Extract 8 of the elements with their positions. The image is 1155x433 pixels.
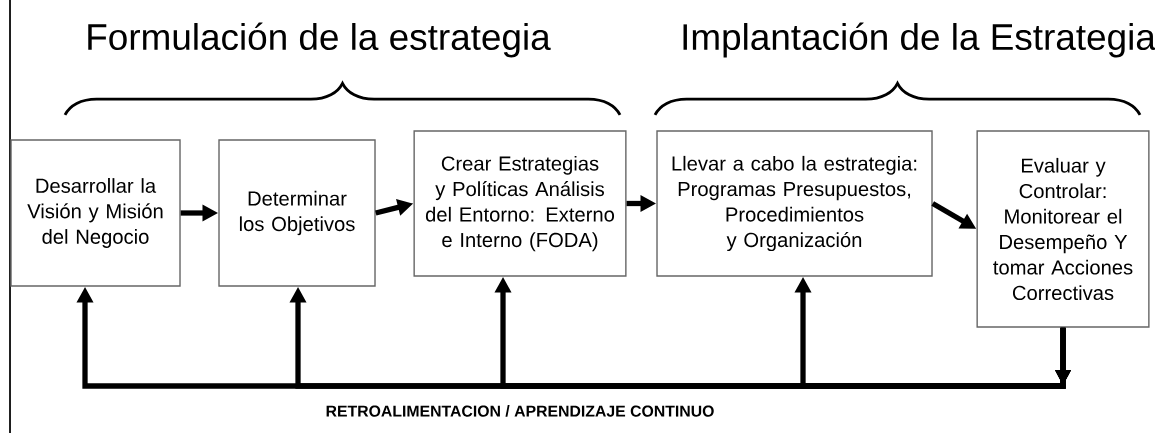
process-box: Evaluar y Controlar: Monitorear el Desempeño Y tomar Acciones Correctivas	[976, 130, 1150, 328]
process-box: Llevar a cabo la estrategia: Programas Presupuestos, Procedimientos y Organización	[656, 130, 933, 277]
process-box: Determinar los Objetivos	[218, 139, 376, 287]
process-box: Crear Estrategias y Políticas Análisis del Entorno: Externo e Interno (FODA)	[413, 130, 627, 277]
heading: Formulación de la estrategia	[88, 22, 551, 58]
process-box: Desarrollar la Visión y Misión del Negocio	[10, 139, 181, 287]
heading: Implantación de la Estrategia	[683, 22, 1155, 58]
loop-label: RETROALIMENTACION / APRENDIZAJE CONTINUO	[326, 405, 714, 417]
